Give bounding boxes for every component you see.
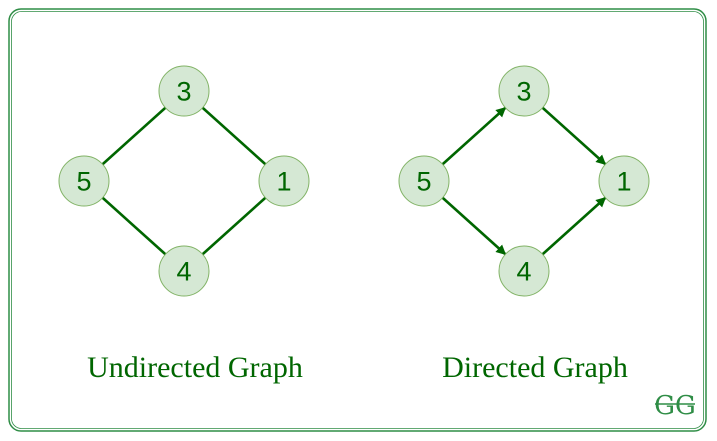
edge-5-3 bbox=[441, 106, 507, 166]
node-4: 4 bbox=[158, 245, 210, 297]
edge-5-4 bbox=[101, 196, 167, 256]
node-label: 3 bbox=[176, 77, 191, 107]
undirected-graph: 3 5 1 4 bbox=[58, 65, 310, 297]
node-1: 1 bbox=[258, 155, 310, 207]
node-3: 3 bbox=[498, 65, 550, 117]
node-1: 1 bbox=[598, 155, 650, 207]
node-label: 5 bbox=[76, 167, 91, 197]
edge-4-1 bbox=[541, 196, 607, 256]
node-label: 1 bbox=[276, 167, 291, 197]
node-circle bbox=[58, 155, 110, 207]
node-4: 4 bbox=[498, 245, 550, 297]
edge-3-1 bbox=[541, 106, 607, 166]
node-label: 5 bbox=[416, 167, 431, 197]
edge-5-4 bbox=[441, 196, 507, 256]
node-label: 4 bbox=[516, 257, 531, 287]
edge-5-3 bbox=[101, 106, 167, 166]
node-label: 3 bbox=[516, 77, 531, 107]
frame-outer bbox=[8, 8, 707, 432]
edge-4-1 bbox=[201, 196, 267, 256]
node-circle bbox=[498, 65, 550, 117]
graphs-layer: 3 5 1 4 3 5 1 4 bbox=[58, 65, 650, 297]
edge-3-1 bbox=[201, 106, 267, 166]
node-circle bbox=[598, 155, 650, 207]
node-5: 5 bbox=[398, 155, 450, 207]
frame-inner bbox=[11, 11, 704, 429]
undirected-graph-caption: Undirected Graph bbox=[87, 351, 303, 384]
node-3: 3 bbox=[158, 65, 210, 117]
node-circle bbox=[258, 155, 310, 207]
node-label: 4 bbox=[176, 257, 191, 287]
gfg-logo: GG bbox=[654, 391, 696, 421]
directed-graph: 3 5 1 4 bbox=[398, 65, 650, 297]
node-circle bbox=[398, 155, 450, 207]
node-circle bbox=[158, 245, 210, 297]
node-circle bbox=[498, 245, 550, 297]
directed-graph-caption: Directed Graph bbox=[442, 351, 628, 384]
gfg-logo-text: GG bbox=[654, 391, 696, 421]
node-label: 1 bbox=[616, 167, 631, 197]
node-circle bbox=[158, 65, 210, 117]
node-5: 5 bbox=[58, 155, 110, 207]
